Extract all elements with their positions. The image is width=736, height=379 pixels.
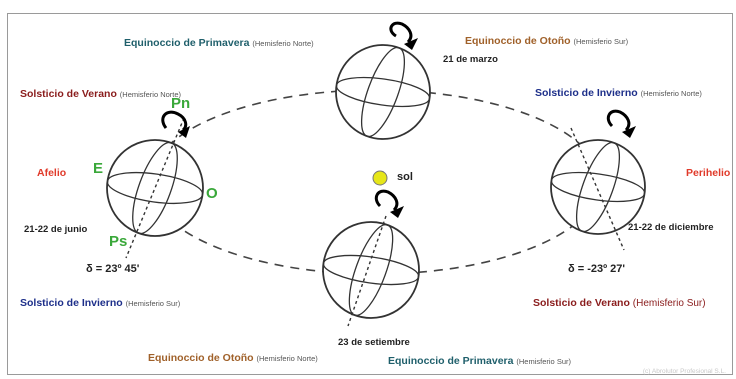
earth-september (322, 189, 420, 327)
label-solstice-summer-south: Solsticio de Verano (Hemisferio Sur) (533, 297, 706, 310)
label-solstice-winter-south: Solsticio de Invierno (Hemisferio Sur) (20, 297, 180, 310)
label-aphelion: Afelio (37, 167, 67, 179)
label-sun: sol (397, 171, 413, 183)
label-title: Equinoccio de Otoño (465, 35, 571, 47)
earth-march (335, 21, 431, 140)
label-perihelion: Perihelio (686, 167, 731, 179)
label-equinox-spring-south: Equinoccio de Primavera (Hemisferio Sur) (388, 355, 571, 368)
label-title: Equinoccio de Otoño (148, 352, 254, 364)
declination-december: δ = -23º 27' (568, 263, 626, 275)
label-hemisphere: (Hemisferio Sur) (125, 299, 181, 308)
label-hemisphere: (Hemisferio Norte) (252, 39, 314, 48)
label-title: Equinoccio de Primavera (124, 37, 250, 49)
pole-north: Pn (171, 95, 191, 112)
earth-june (106, 110, 204, 259)
label-solstice-summer-north: Solsticio de Verano (Hemisferio Norte) (20, 88, 181, 101)
watermark: (c) Abrolutor Profesional S.L. (642, 368, 726, 375)
label-hemisphere: (Hemisferio Sur) (573, 37, 629, 46)
label-title: Solsticio de Verano (533, 297, 630, 309)
label-title: Equinoccio de Primavera (388, 355, 514, 367)
sun (372, 170, 388, 186)
label-solstice-winter-north: Solsticio de Invierno (Hemisferio Norte) (535, 87, 702, 100)
label-hemisphere: (Hemisferio Sur) (632, 298, 706, 309)
date-march: 21 de marzo (443, 54, 498, 65)
label-title: Solsticio de Invierno (535, 87, 638, 99)
pole-south: Ps (109, 233, 128, 250)
direction-east: E (93, 160, 104, 177)
date-september: 23 de setiembre (338, 337, 410, 348)
label-equinox-autumn-south: Equinoccio de Otoño (Hemisferio Sur) (465, 35, 628, 48)
declination-june: δ = 23º 45' (86, 263, 140, 275)
label-equinox-autumn-north: Equinoccio de Otoño (Hemisferio Norte) (148, 352, 318, 365)
earth-december (550, 109, 646, 251)
label-hemisphere: (Hemisferio Norte) (640, 89, 702, 98)
label-title: Solsticio de Verano (20, 88, 117, 100)
diagram-frame (7, 13, 733, 375)
date-june: 21-22 de junio (24, 224, 88, 235)
date-december: 21-22 de diciembre (628, 222, 714, 233)
direction-west: O (206, 185, 218, 202)
label-hemisphere: (Hemisferio Sur) (516, 357, 571, 366)
label-equinox-spring-north: Equinoccio de Primavera (Hemisferio Nort… (124, 37, 314, 50)
label-title: Solsticio de Invierno (20, 297, 123, 309)
label-hemisphere: (Hemisferio Norte) (119, 90, 182, 99)
label-hemisphere: (Hemisferio Norte) (256, 354, 318, 363)
